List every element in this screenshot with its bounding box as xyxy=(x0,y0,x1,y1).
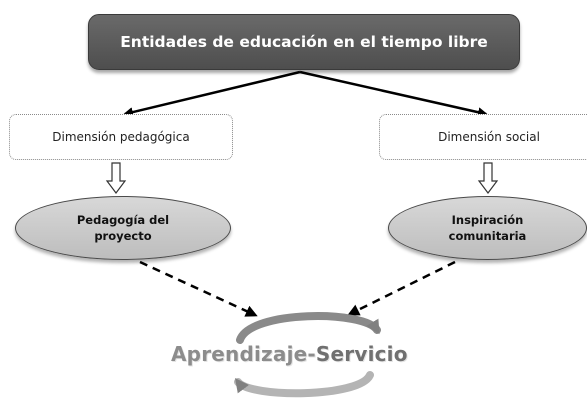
arrow-title-to-right xyxy=(299,70,488,118)
dimension-box-social: Dimensión social xyxy=(379,114,587,160)
hollow-arrow-left-icon xyxy=(105,162,127,194)
oval-inspiracion-comunitaria: Inspiración comunitaria xyxy=(388,196,587,260)
dimension-box-pedagogica: Dimensión pedagógica xyxy=(9,114,233,160)
cycle-arrow-bottom-icon xyxy=(234,371,374,398)
title-box: Entidades de educación en el tiempo libr… xyxy=(88,14,520,70)
oval-pedagogia-proyecto: Pedagogía del proyecto xyxy=(15,196,231,260)
oval-label-pedagogia-proyecto: Pedagogía del proyecto xyxy=(76,213,170,243)
cycle-arrow-top-icon xyxy=(236,312,381,344)
dashed-arrow-right xyxy=(347,260,456,316)
final-concept: Aprendizaje-Servicio xyxy=(171,342,417,366)
dimension-label-pedagogica: Dimensión pedagógica xyxy=(52,130,190,144)
oval-label-inspiracion-comunitaria: Inspiración comunitaria xyxy=(448,213,527,243)
final-concept-part2: Servicio xyxy=(315,342,408,366)
arrow-title-to-left xyxy=(123,70,301,117)
dashed-arrow-left xyxy=(139,260,258,317)
final-concept-part1: Aprendizaje xyxy=(171,342,308,366)
final-concept-dash: - xyxy=(307,342,316,366)
hollow-arrow-right-icon xyxy=(477,162,499,194)
title-text: Entidades de educación en el tiempo libr… xyxy=(120,33,488,51)
dimension-label-social: Dimensión social xyxy=(438,130,540,144)
